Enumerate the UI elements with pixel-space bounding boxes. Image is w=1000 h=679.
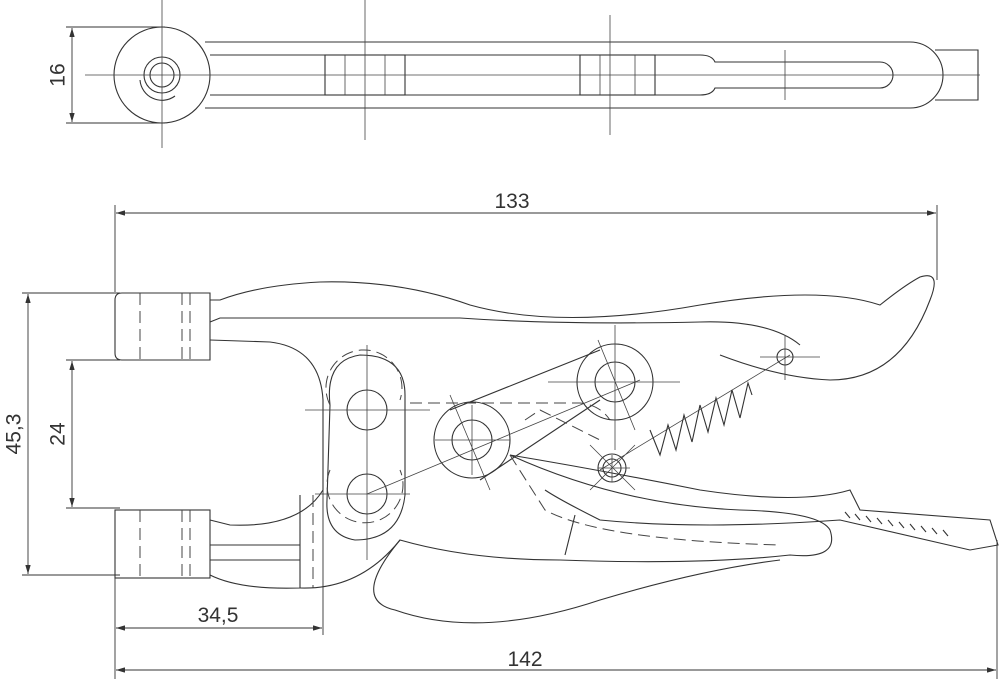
dimension-label-133: 133 bbox=[494, 190, 529, 213]
dimension-45-3: 45,3 bbox=[3, 292, 120, 576]
dimension-top-width: 16 bbox=[47, 26, 165, 124]
dimension-24: 24 bbox=[47, 359, 120, 509]
dimension-133: 133 bbox=[114, 190, 938, 292]
top-view bbox=[85, 0, 980, 148]
dimension-label-16: 16 bbox=[47, 63, 70, 86]
dimension-label-34-5: 34,5 bbox=[198, 604, 239, 627]
dimension-label-24: 24 bbox=[47, 422, 70, 446]
side-view bbox=[114, 275, 999, 624]
dimension-label-45-3: 45,3 bbox=[3, 414, 26, 455]
dimension-142: 142 bbox=[116, 540, 998, 679]
dimension-label-142: 142 bbox=[507, 648, 542, 671]
dimension-34-5: 34,5 bbox=[114, 490, 324, 679]
